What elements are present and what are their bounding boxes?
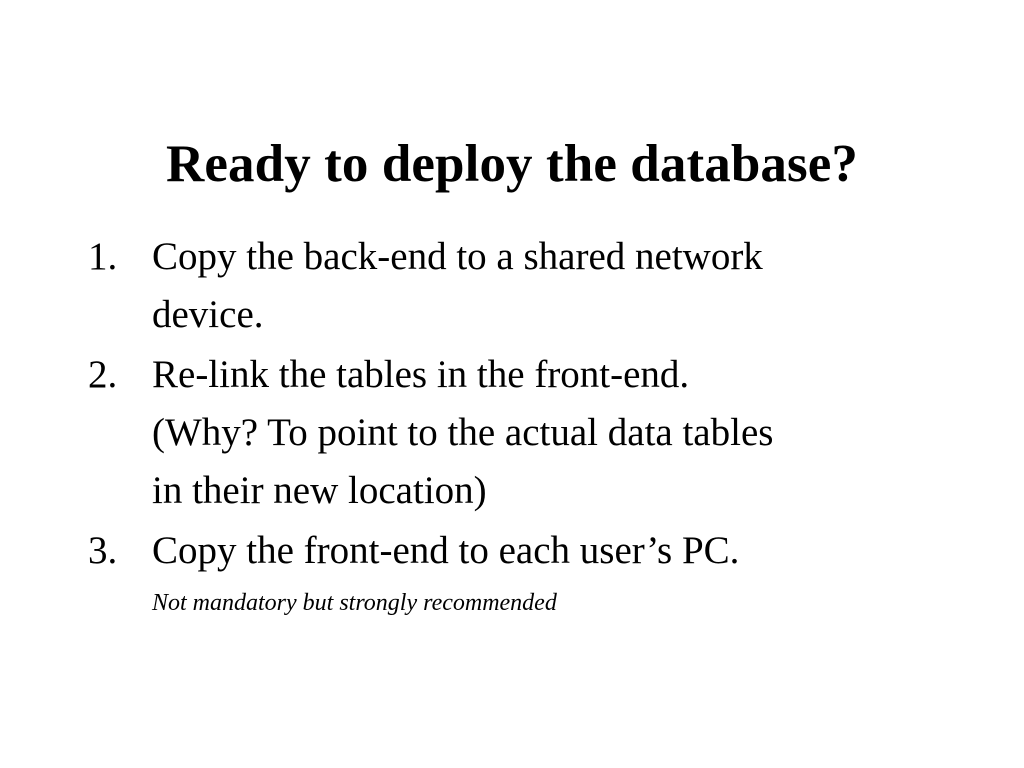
- list-item-line: Copy the back-end to a shared network: [152, 235, 763, 278]
- numbered-list: 1. Copy the back-end to a shared network…: [88, 228, 918, 624]
- list-item: 3. Copy the front-end to each user’s PC.: [88, 522, 918, 580]
- list-item-text: Re-link the tables in the front-end. (Wh…: [152, 346, 918, 520]
- list-item-text: Copy the back-end to a shared network de…: [152, 228, 918, 344]
- list-item: 2. Re-link the tables in the front-end. …: [88, 346, 918, 520]
- list-item-text: Copy the front-end to each user’s PC.: [152, 522, 918, 580]
- sub-note: Not mandatory but strongly recommended: [152, 590, 557, 616]
- list-item-number: 1.: [88, 235, 118, 278]
- list-item-number: 3.: [88, 529, 118, 572]
- list-item-line: in their new location): [152, 469, 487, 512]
- slide-title: Ready to deploy the database?: [166, 134, 858, 193]
- list-item-number: 2.: [88, 353, 118, 396]
- list-item-line: (Why? To point to the actual data tables: [152, 411, 774, 454]
- list-item-line: Copy the front-end to each user’s PC.: [152, 529, 740, 572]
- list-item-line: Re-link the tables in the front-end.: [152, 353, 690, 396]
- list-item-line: device.: [152, 293, 264, 336]
- list-item: 1. Copy the back-end to a shared network…: [88, 228, 918, 344]
